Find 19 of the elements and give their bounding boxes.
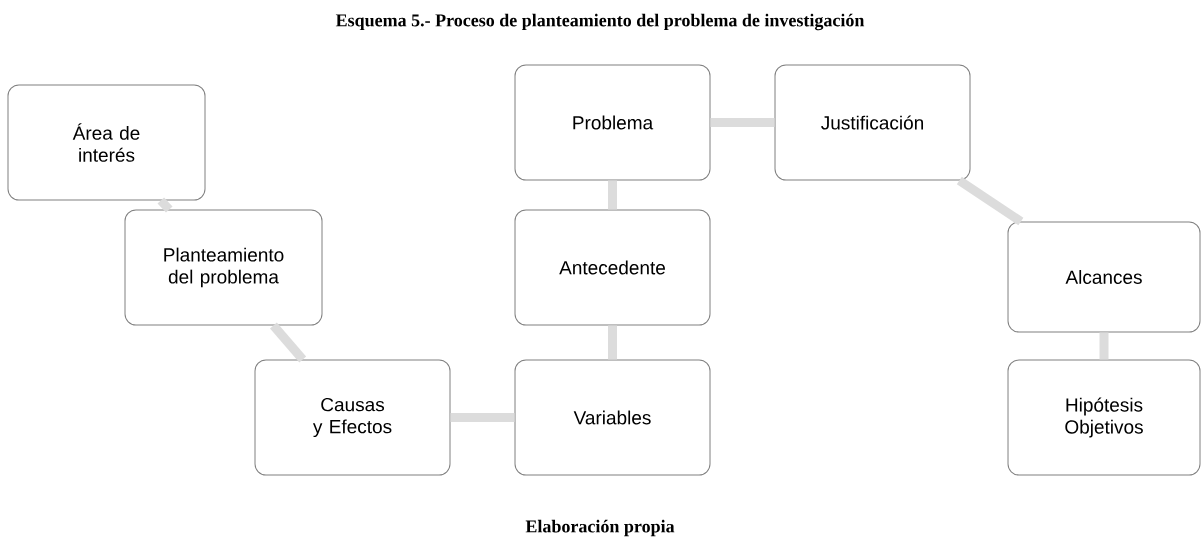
process-box: Planteamiento del problema xyxy=(124,209,323,326)
process-box: Área de interés xyxy=(7,84,206,201)
connector xyxy=(157,197,173,213)
connector xyxy=(1099,332,1109,360)
process-box: Justificación xyxy=(774,64,971,181)
process-box: Alcances xyxy=(1007,221,1201,333)
process-box: Problema xyxy=(514,64,711,181)
title: Esquema 5.- Proceso de planteamiento del problema de investigación xyxy=(335,13,865,31)
connector xyxy=(956,176,1024,226)
process-box: Causas y Efectos xyxy=(254,359,451,476)
connector xyxy=(270,322,307,363)
process-box: Hipótesis Objetivos xyxy=(1007,359,1201,476)
connector xyxy=(608,180,617,210)
process-box: Variables xyxy=(514,359,711,476)
connector xyxy=(450,413,515,422)
process-box: Antecedente xyxy=(514,209,711,326)
connector xyxy=(608,325,617,360)
connector xyxy=(710,118,775,127)
caption: Elaboración propia xyxy=(525,519,675,537)
